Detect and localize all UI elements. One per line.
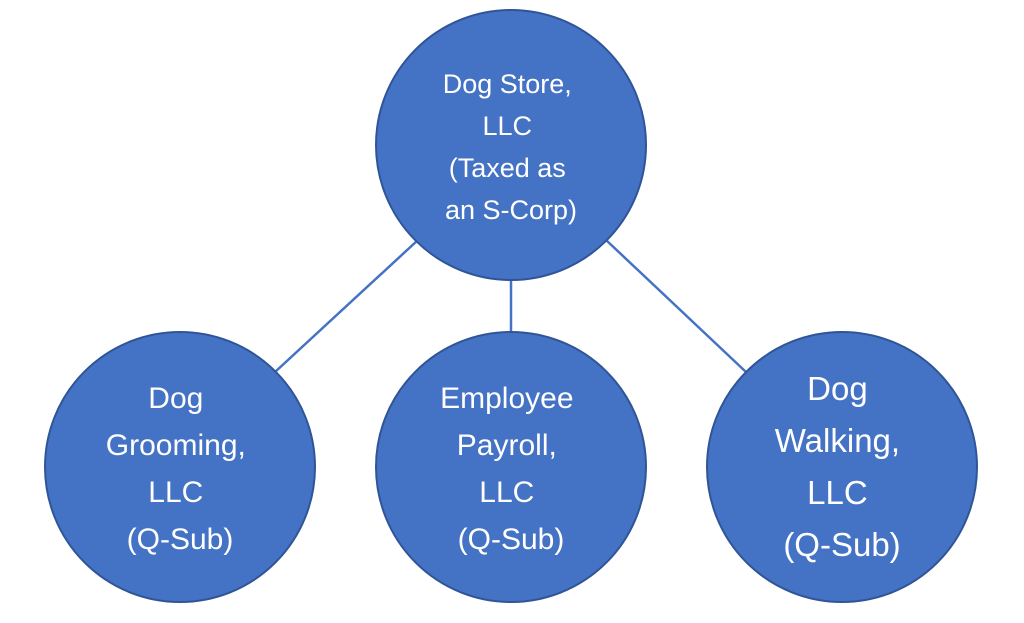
connector-parent-to-dog-walking (605, 239, 747, 373)
parent-line-3: (Taxed as (449, 153, 566, 183)
child-node-circle (44, 331, 316, 603)
child-node-label: Employee Payroll, LLC (Q-Sub) (440, 382, 582, 556)
child-1-line-2: Grooming, (106, 429, 246, 462)
child-1-line-4: (Q-Sub) (127, 523, 234, 556)
parent-line-1: Dog Store, (443, 69, 572, 99)
child-node-label: Dog Walking, LLC (Q-Sub) (775, 370, 910, 563)
connector-parent-to-dog-grooming (274, 239, 419, 373)
child-1-line-3: LLC (148, 476, 203, 509)
child-3-line-3: LLC (807, 474, 868, 511)
child-2-line-4: (Q-Sub) (458, 523, 565, 556)
child-node-dog-grooming: Dog Grooming, LLC (Q-Sub) (44, 331, 316, 603)
child-2-line-2: Payroll, (457, 429, 557, 462)
child-node-circle (375, 331, 647, 603)
child-node-circle (706, 331, 978, 603)
parent-line-2: LLC (482, 111, 532, 141)
parent-node-label: Dog Store, LLC (Taxed as an S-Corp) (443, 69, 580, 225)
child-node-dog-walking: Dog Walking, LLC (Q-Sub) (706, 331, 978, 603)
child-3-line-4: (Q-Sub) (783, 526, 900, 563)
parent-line-4: an S-Corp) (445, 195, 577, 225)
child-node-employee-payroll: Employee Payroll, LLC (Q-Sub) (375, 331, 647, 603)
child-1-line-1: Dog (148, 382, 203, 415)
child-3-line-2: Walking, (775, 422, 900, 459)
child-node-label: Dog Grooming, LLC (Q-Sub) (106, 382, 254, 556)
parent-node-circle (375, 9, 647, 281)
child-2-line-3: LLC (479, 476, 534, 509)
parent-node-dog-store: Dog Store, LLC (Taxed as an S-Corp) (375, 9, 647, 281)
child-2-line-1: Employee (440, 382, 573, 415)
child-3-line-1: Dog (807, 370, 868, 407)
